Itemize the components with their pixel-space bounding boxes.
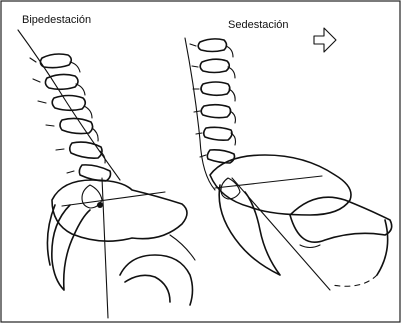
sitting-femur-end: [377, 220, 388, 275]
sitting-sacral-slope-line: [215, 176, 322, 188]
sitting-back-line: [185, 38, 215, 190]
sitting-diagonal-line: [232, 178, 330, 290]
standing-ischium: [52, 205, 90, 290]
standing-sacral-slope-line: [62, 192, 165, 206]
standing-pubic-line: [170, 235, 195, 260]
sitting-spine-group: [185, 38, 392, 290]
sitting-thigh-dashed: [332, 275, 377, 286]
standing-axis-point: [97, 202, 103, 208]
outline-right-arrow-icon: [314, 28, 336, 52]
sitting-vertebrae: [190, 39, 236, 163]
sitting-sacral-promontory: [221, 178, 240, 199]
standing-femur-head: [120, 255, 193, 305]
sitting-femur: [290, 197, 392, 242]
standing-vertical-line: [102, 178, 108, 318]
sitting-ilium: [210, 155, 351, 215]
standing-ilium: [52, 180, 187, 241]
sitting-label: Sedestación: [228, 19, 289, 31]
sitting-trochanter: [300, 245, 320, 248]
standing-vertebrae: [30, 54, 111, 181]
standing-label: Bipedestación: [22, 14, 91, 26]
standing-femur-neck: [125, 275, 170, 302]
standing-spine-group: [18, 30, 195, 318]
